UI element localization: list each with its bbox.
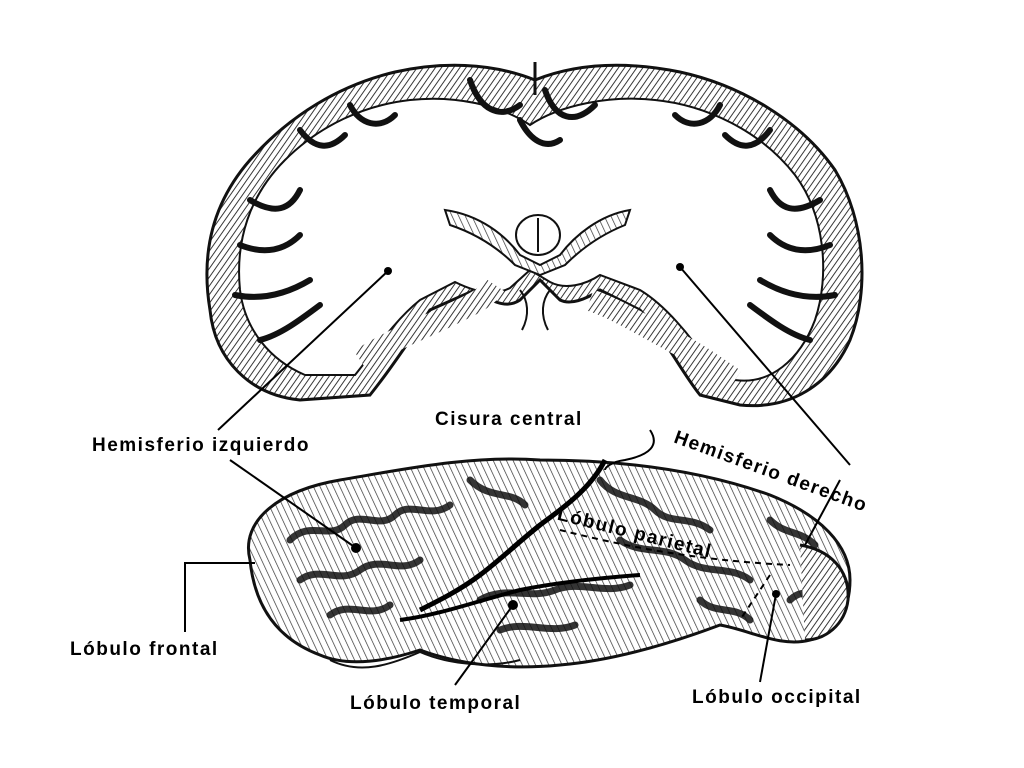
label-lobulo-frontal: Lóbulo frontal [70,639,219,660]
label-lobulo-occipital: Lóbulo occipital [692,687,862,708]
leader-hemisferio-derecho-lower [804,479,841,546]
label-cisura-central: Cisura central [435,409,583,430]
lateral-fissure [399,573,641,622]
label-lobulo-temporal: Lóbulo temporal [350,693,522,714]
label-hemisferio-izquierdo: Hemisferio izquierdo [92,435,310,456]
leader-lobulo-temporal [454,604,514,686]
leader-hemisferio-izquierdo-top [217,270,389,431]
leader-lobulo-occipital [759,593,777,683]
lateral-view [247,457,852,669]
leader-cisura-central [604,429,655,471]
leader-lobulo-frontal [184,562,255,632]
ventricles [443,208,632,277]
leader-lines [184,266,851,686]
leader-hemisferio-izquierdo-bottom [229,459,357,549]
coronal-section [205,62,864,408]
central-sulcus [418,458,608,613]
leader-hemisferio-derecho [679,266,851,466]
